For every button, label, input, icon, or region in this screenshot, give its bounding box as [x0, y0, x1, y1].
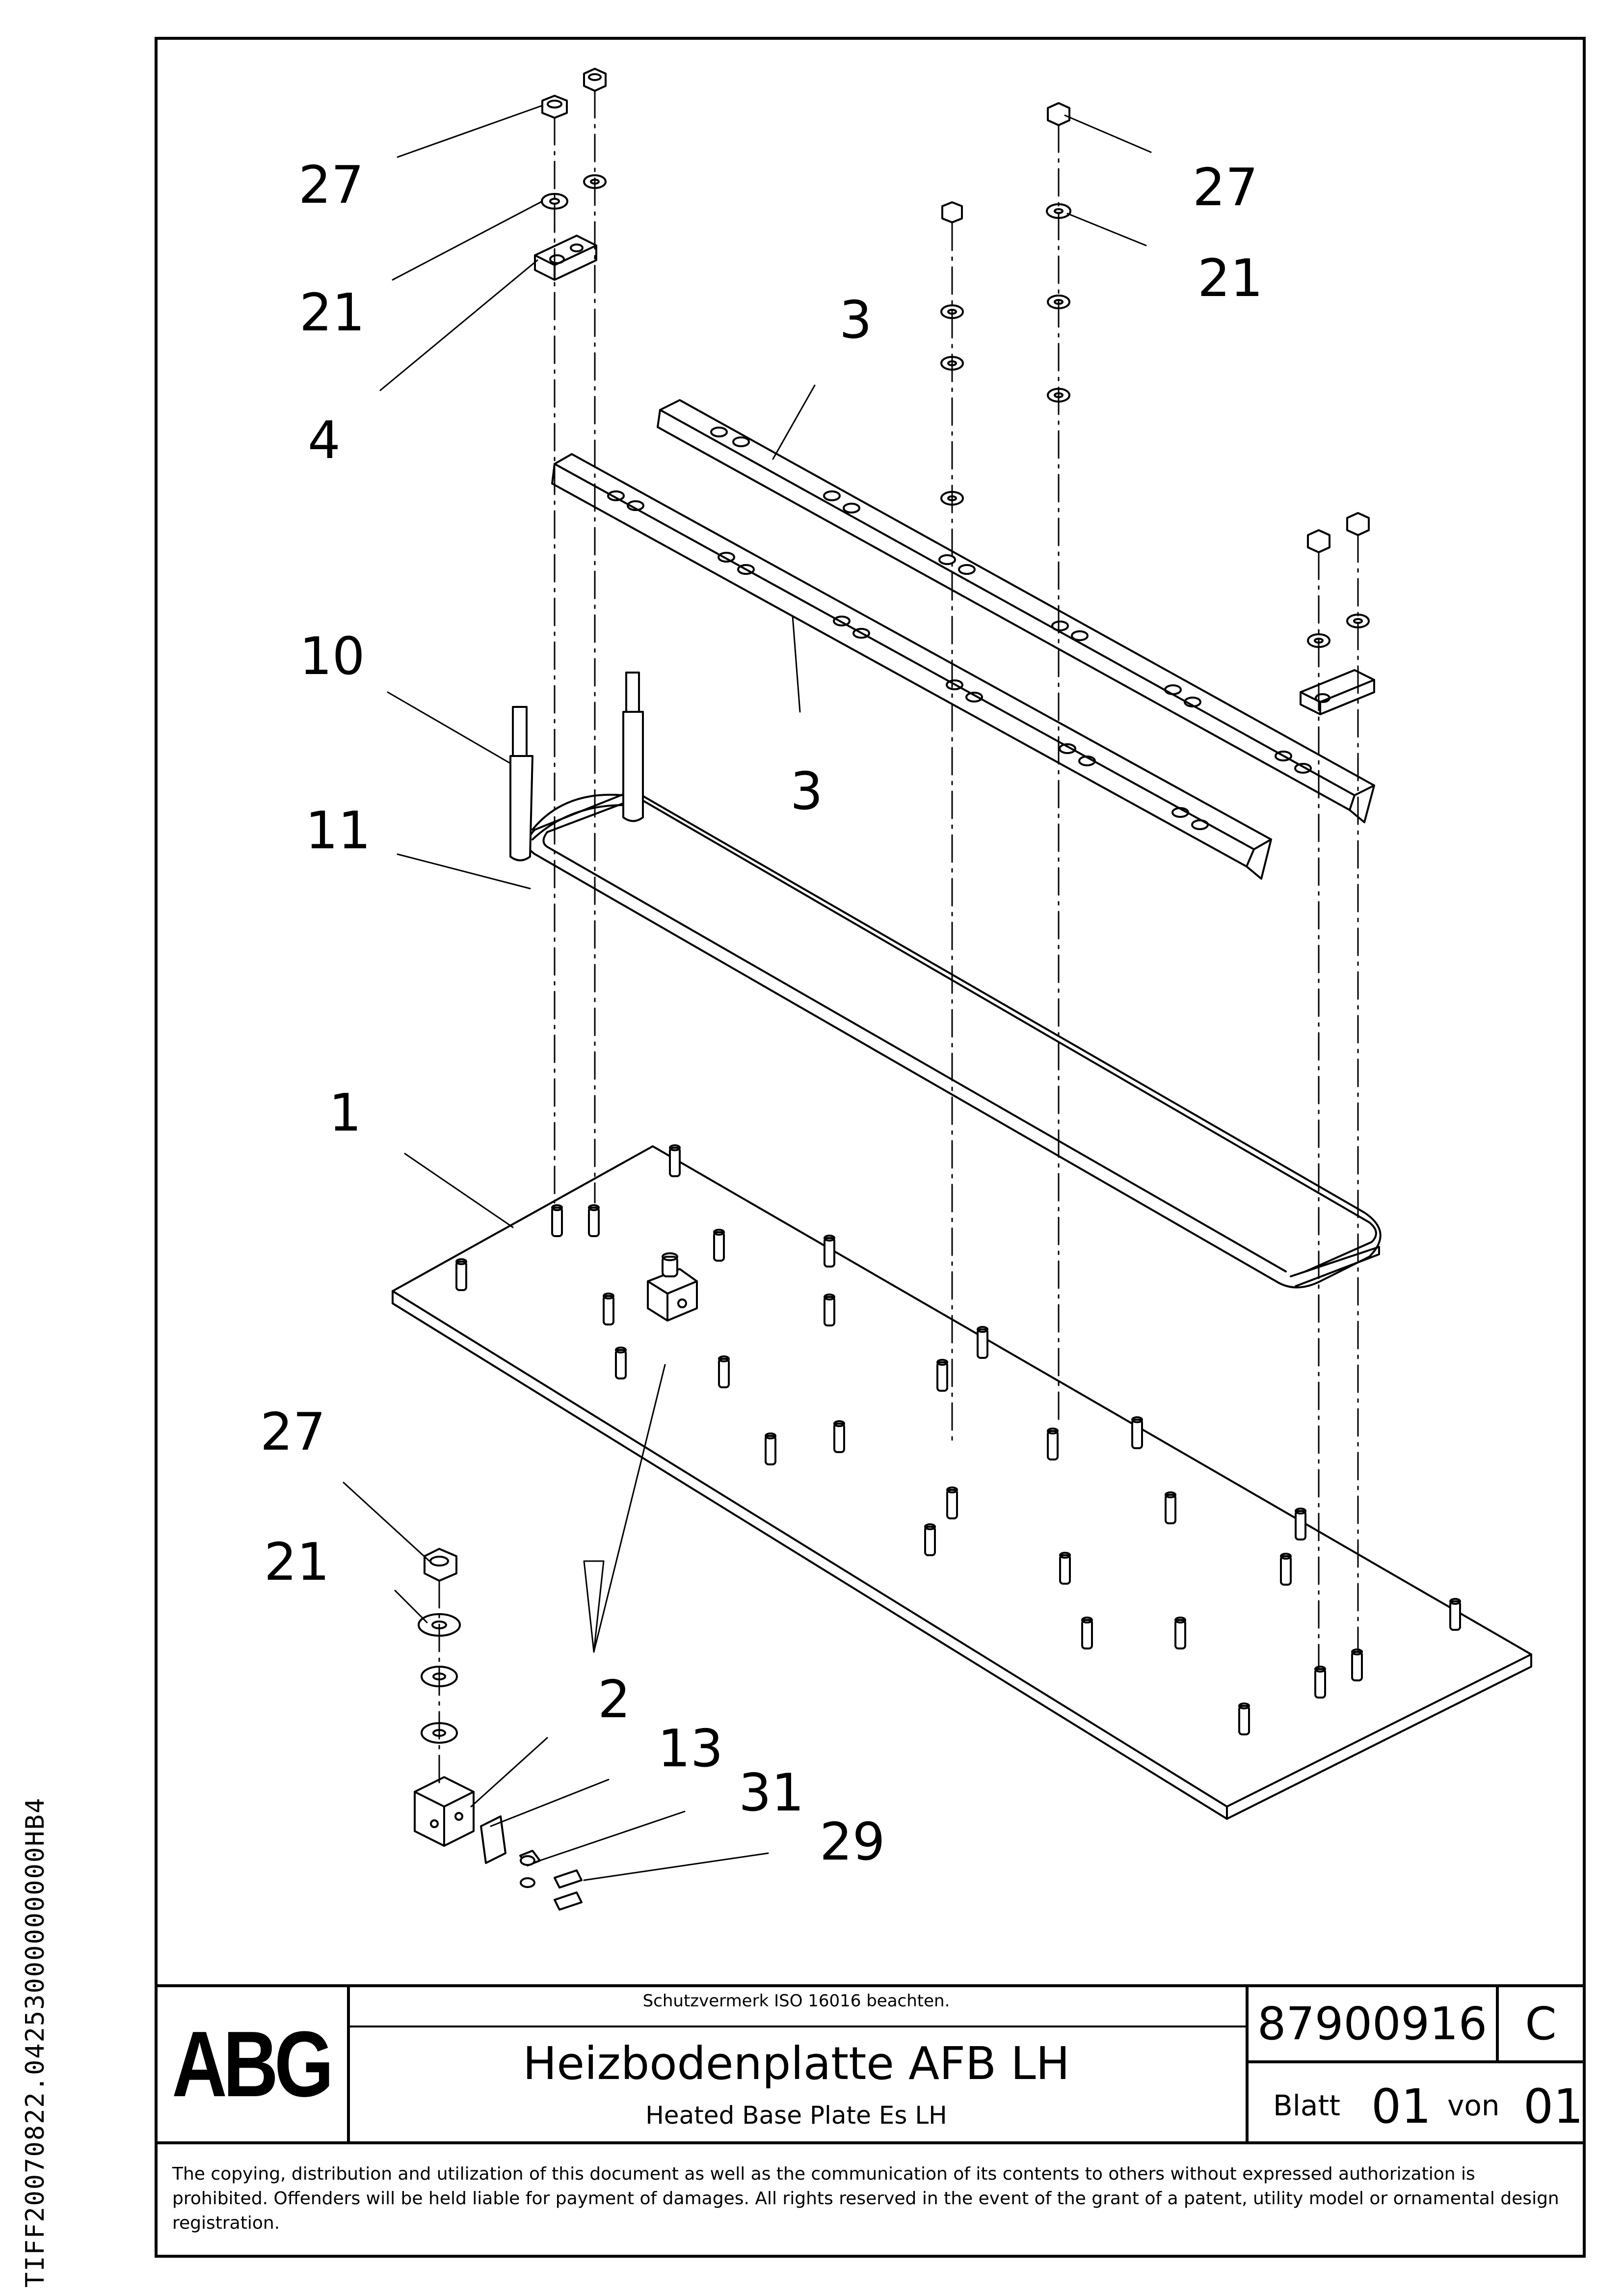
callout-21-right: 21 [1197, 248, 1263, 308]
center-lines [438, 90, 1359, 1788]
protection-notice: Schutzvermerk ISO 16016 beachten. [642, 1991, 950, 2011]
copyright-text: The copying, distribution and utilizatio… [172, 2164, 1559, 2233]
callout-27-right: 27 [1193, 158, 1258, 217]
title-block: ABG Schutzvermerk ISO 16016 beachten. He… [155, 1984, 1586, 2141]
callout-3-lower: 3 [790, 761, 823, 821]
document-info-cell: 87900916 C Blatt 01 von 01 [1249, 1987, 1583, 2141]
drawing-number: 87900916 [1249, 1987, 1499, 2063]
title-cell: Schutzvermerk ISO 16016 beachten. Heizbo… [347, 1987, 1249, 2141]
leader-lines [343, 105, 1152, 1881]
callout-21-lower: 21 [264, 1532, 330, 1592]
drawing-title-english: Heated Base Plate Es LH [645, 2101, 947, 2130]
callout-21: 21 [299, 283, 365, 343]
logo-cell: ABG [155, 1987, 350, 2141]
callout-11: 11 [305, 801, 371, 861]
callout-29: 29 [820, 1812, 885, 1872]
callout-4: 4 [308, 410, 341, 470]
mounting-rail-rear [657, 399, 1375, 823]
thermostat [647, 1252, 698, 1322]
callout-31: 31 [739, 1763, 804, 1823]
heating-element [509, 672, 1382, 1289]
clamp-right [1300, 669, 1375, 715]
callout-3-upper: 3 [839, 290, 872, 350]
drawing-title-german: Heizbodenplatte AFB LH [523, 2037, 1070, 2090]
callout-27-lower: 27 [260, 1402, 326, 1462]
company-logo: ABG [172, 2012, 334, 2116]
mounting-rail-front [551, 453, 1272, 880]
sheet-total: 01 [1523, 2079, 1584, 2134]
sheet-label: Blatt [1273, 2089, 1340, 2122]
of-label: von [1447, 2089, 1500, 2122]
sheet-row: Blatt 01 von 01 [1249, 2063, 1583, 2141]
revision-letter: C [1499, 1987, 1583, 2063]
studs [455, 1144, 1461, 1735]
divider [347, 2026, 1246, 2027]
sheet-number: 01 [1371, 2079, 1432, 2134]
drawing-frame [155, 37, 1586, 2258]
callout-10: 10 [299, 626, 365, 686]
callout-2: 2 [598, 1670, 631, 1729]
callout-1: 1 [329, 1083, 362, 1143]
copyright-notice: The copying, distribution and utilizatio… [155, 2141, 1586, 2258]
callout-27: 27 [298, 155, 364, 215]
callout-13: 13 [658, 1719, 723, 1779]
clamp-left [534, 235, 597, 281]
terminal-block [414, 1776, 583, 1911]
